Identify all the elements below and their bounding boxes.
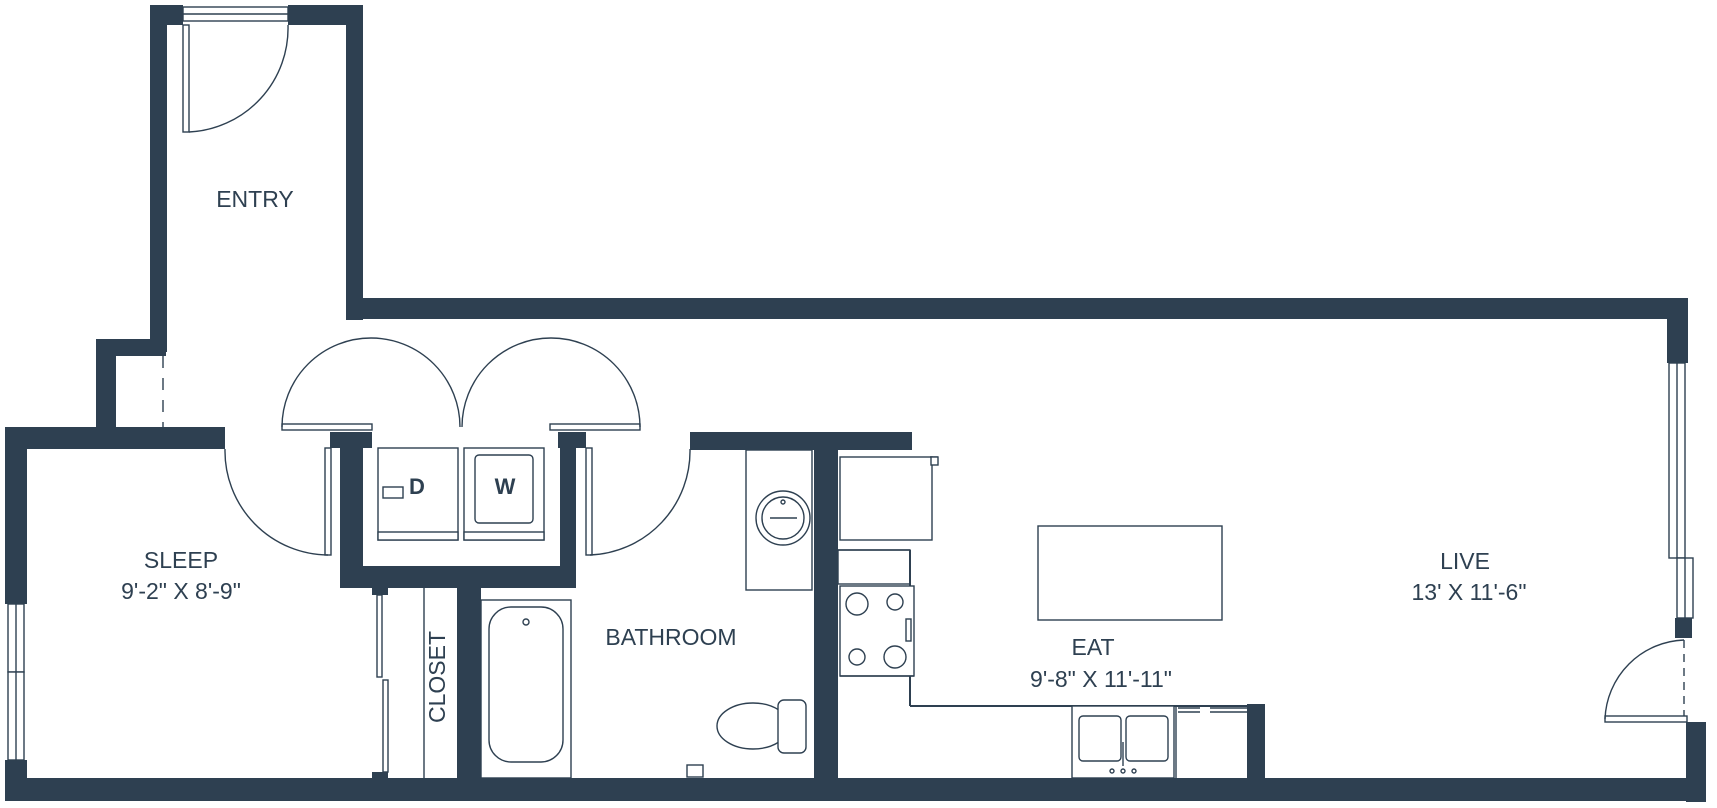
- eat-label: EAT: [1071, 634, 1114, 660]
- laundry: D W: [377, 447, 545, 541]
- live-label: LIVE: [1440, 548, 1490, 574]
- sleep-dimensions: 9'-2" X 8'-9": [121, 578, 241, 604]
- bathroom-label: BATHROOM: [605, 624, 736, 650]
- eat-dimensions: 9'-8" X 11'-11": [1030, 666, 1172, 692]
- dryer-label: D: [409, 474, 425, 499]
- closet-label: CLOSET: [424, 631, 450, 723]
- kitchen-fixtures: [837, 456, 1247, 779]
- closet-fixtures: [162, 356, 425, 778]
- walls: [5, 5, 1706, 802]
- sleep-label: SLEEP: [144, 547, 218, 573]
- live-dimensions: 13' X 11'-6": [1412, 579, 1527, 605]
- windows: [7, 6, 1694, 761]
- entry-label: ENTRY: [216, 186, 294, 212]
- room-labels: ENTRY SLEEP 9'-2" X 8'-9" CLOSET BATHROO…: [121, 186, 1526, 723]
- doors: [182, 24, 1688, 723]
- bathroom-fixtures: [480, 449, 813, 779]
- washer-label: W: [495, 474, 516, 499]
